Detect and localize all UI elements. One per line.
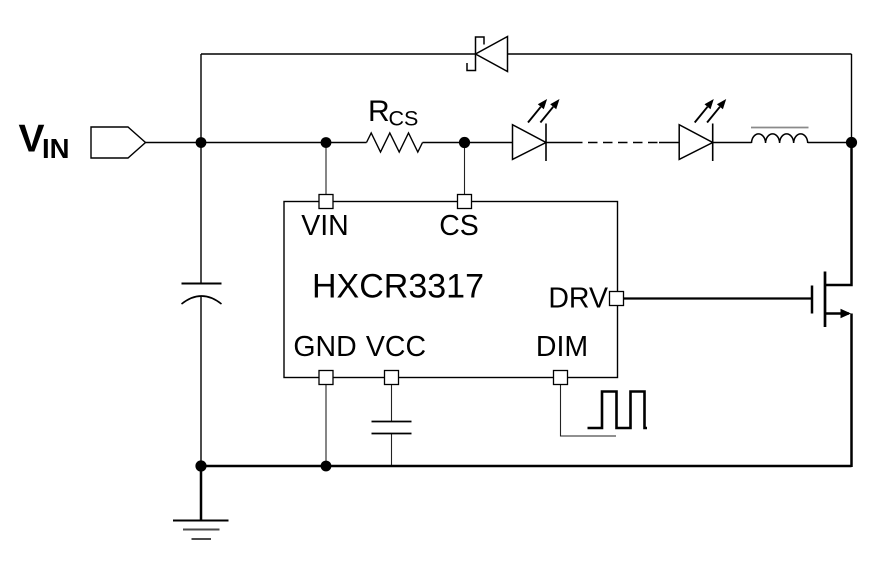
label-rcs-sub: CS [389,107,419,131]
junction-gnd-pin [320,460,332,472]
label-pin-cs: CS [439,210,479,242]
wire-dim-signal-reference [559,384,616,437]
pin-gnd [318,369,334,386]
ground-symbol [173,519,229,540]
pin-vin [318,193,334,210]
input-capacitor [181,282,222,305]
input-terminal-symbol [90,126,147,159]
inductor-windings [750,133,809,144]
label-vin-main: V [19,118,45,161]
power-path-group [199,142,853,521]
vin-input-terminal [90,126,147,159]
nmos-switch [623,271,851,327]
junction-dots [195,136,858,472]
label-rcs-main: R [368,95,390,128]
led-2 [678,98,728,162]
wire-group [145,53,853,466]
vcc-capacitor [371,420,412,435]
input-capacitor-plate-bottom [181,295,222,305]
current-sense-resistor [365,131,424,154]
junction-ground-left [195,460,207,472]
pin-wire-group [325,142,616,466]
diode-triangle [473,35,509,73]
pin-dim [552,369,569,386]
label-pin-vin: VIN [301,210,349,242]
junction-cs [458,136,471,149]
label-pin-vcc: VCC [366,331,426,363]
label-pin-gnd: GND [293,331,356,363]
freewheeling-schottky-diode [466,35,509,73]
pin-vcc [383,369,400,386]
mosfet-source-arrow [840,308,851,319]
inductor [750,126,809,144]
diode-schottky-cathode-bar [466,36,485,72]
pin-group [318,193,625,386]
junction-vin [195,137,207,148]
led-1 [511,98,561,162]
label-pin-dim: DIM [536,331,588,363]
pwm-dimming-waveform [587,390,647,430]
label-vin-sub: IN [42,133,70,164]
junction-vin-pin [320,137,332,148]
pin-drv [608,290,625,307]
label-pin-drv: DRV [548,283,608,315]
label-ic-name: HXCR3317 [312,268,484,306]
junction-led-out [845,136,858,149]
ic-body [283,200,619,379]
resistor-zigzag [365,131,424,154]
pin-cs [456,193,473,210]
wire-drain [825,142,853,287]
